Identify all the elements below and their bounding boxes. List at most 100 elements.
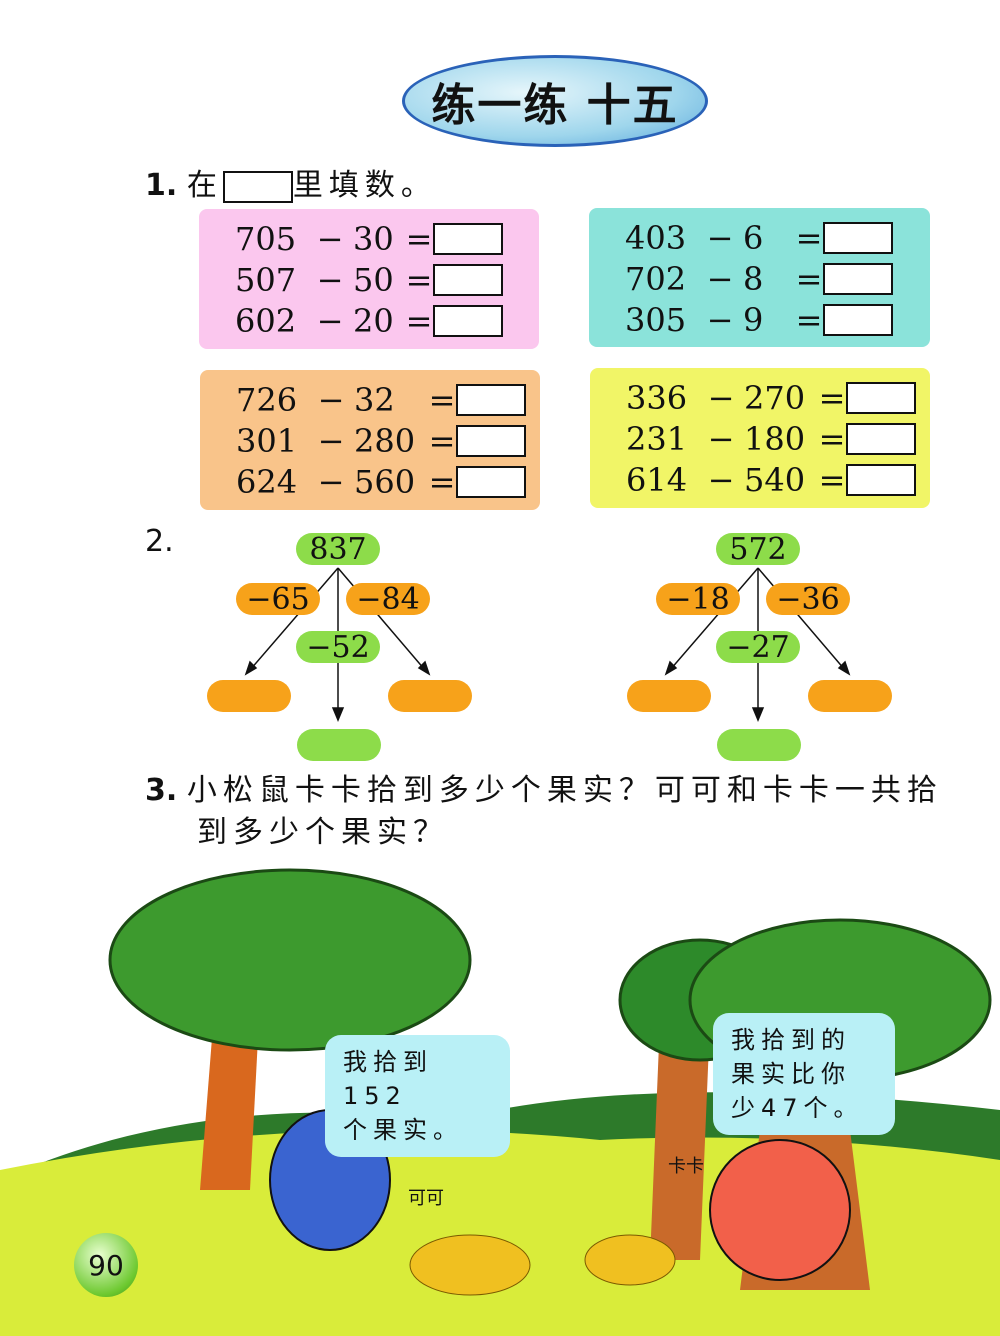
answer-box[interactable] (823, 222, 893, 254)
example-box (222, 170, 293, 203)
minuend: 702 (625, 260, 687, 298)
middle-subtract-label: −27 (716, 630, 800, 665)
right-subtract-label: −36 (766, 582, 850, 617)
minus-sign: − (316, 220, 344, 258)
minuend: 403 (625, 219, 687, 257)
nut-pile-left (409, 1234, 531, 1296)
middle-subtract-label: −52 (296, 630, 380, 665)
prompt-line-1: 小松鼠卡卡拾到多少个果实？可可和卡卡一共拾 (186, 773, 943, 808)
minuend: 231 (626, 420, 688, 458)
equation-row: 507−50= (235, 260, 503, 300)
bubble-line: 果实比你 (731, 1060, 851, 1088)
equation-row: 231−180 = (626, 419, 916, 459)
subtrahend: 270 (744, 379, 806, 417)
page-number: 90 (74, 1233, 138, 1297)
subtrahend: 540 (744, 461, 806, 499)
answer-box[interactable] (433, 264, 503, 296)
speech-bubble-kaka: 我拾到的 果实比你 少47个。 (713, 1013, 895, 1135)
minus-sign: − (316, 261, 344, 299)
minus-sign: − (707, 379, 735, 417)
question-3-prompt: 3. 小松鼠卡卡拾到多少个果实？可可和卡卡一共拾 到多少个果实？ (145, 770, 943, 854)
right-subtract-label: −84 (346, 582, 430, 617)
equals-sign: = (405, 220, 433, 258)
question-1-prompt: 1. 在里填数。 (145, 160, 437, 204)
subtrahend: 20 (353, 302, 394, 340)
equals-sign: = (428, 422, 456, 460)
equals-sign: = (795, 260, 823, 298)
subtrahend: 280 (354, 422, 416, 460)
answer-box[interactable] (846, 382, 916, 414)
prompt-text: 里填数。 (292, 168, 437, 203)
left-subtract-label: −65 (236, 582, 320, 617)
answer-box[interactable] (433, 305, 503, 337)
answer-slot[interactable] (717, 729, 801, 761)
answer-box[interactable] (456, 384, 526, 416)
answer-box[interactable] (433, 223, 503, 255)
equals-sign: = (405, 302, 433, 340)
minus-sign: − (706, 301, 734, 339)
name-label-kaka: 卡卡 (668, 1156, 704, 1177)
minus-sign: − (706, 219, 734, 257)
subtrahend: 9 (743, 301, 764, 339)
bubble-line: 个果实。 (343, 1116, 463, 1144)
subtrahend: 8 (743, 260, 764, 298)
subtrahend: 50 (353, 261, 394, 299)
answer-slot[interactable] (207, 680, 291, 712)
equation-group: 336−270=231−180=614−540= (590, 368, 930, 508)
equation-group: 726−32=301−280=624−560= (200, 370, 540, 510)
answer-box[interactable] (846, 423, 916, 455)
answer-slot[interactable] (388, 680, 472, 712)
minus-sign: − (317, 463, 345, 501)
question-2-number: 2. (145, 524, 174, 559)
minuend: 614 (626, 461, 688, 499)
answer-box[interactable] (456, 466, 526, 498)
subtrahend: 6 (743, 219, 764, 257)
question-number: 1. (145, 168, 178, 203)
answer-slot[interactable] (297, 729, 381, 761)
minuend: 705 (235, 220, 297, 258)
tree-top-number: 837 (296, 532, 380, 567)
equation-group: 403−6=702−8=305−9= (589, 208, 930, 347)
subtrahend: 32 (354, 381, 395, 419)
bubble-line: 少47个。 (731, 1094, 864, 1122)
answer-box[interactable] (456, 425, 526, 457)
equals-sign: = (818, 379, 846, 417)
left-subtract-label: −18 (656, 582, 740, 617)
left-tree-canopy (108, 868, 472, 1052)
minus-sign: − (707, 461, 735, 499)
equation-row: 624−560 = (236, 462, 526, 502)
middle-tree-trunk (650, 1020, 710, 1260)
subtrahend: 560 (354, 463, 416, 501)
minus-sign: − (707, 420, 735, 458)
answer-slot[interactable] (627, 680, 711, 712)
equals-sign: = (428, 463, 456, 501)
equation-group: 705−30=507−50=602−20= (199, 209, 539, 349)
equation-row: 726−32= (236, 380, 526, 420)
equation-row: 305−9= (625, 300, 893, 340)
red-squirrel-kaka (709, 1139, 851, 1281)
speech-bubble-keke: 我拾到152 个果实。 (325, 1035, 510, 1157)
subtrahend: 30 (353, 220, 394, 258)
minus-sign: − (706, 260, 734, 298)
equation-row: 614−540= (626, 460, 916, 500)
equation-row: 403−6 = (625, 218, 893, 258)
nut-pile-right (584, 1234, 676, 1286)
equals-sign: = (818, 420, 846, 458)
minus-sign: − (317, 381, 345, 419)
answer-box[interactable] (823, 304, 893, 336)
equation-row: 336−270= (626, 378, 916, 418)
answer-box[interactable] (823, 263, 893, 295)
subtrahend: 180 (744, 420, 806, 458)
equals-sign: = (795, 301, 823, 339)
question-number: 3. (145, 773, 178, 808)
minuend: 726 (236, 381, 298, 419)
answer-box[interactable] (846, 464, 916, 496)
minus-sign: − (317, 422, 345, 460)
minuend: 624 (236, 463, 298, 501)
name-label-keke: 可可 (408, 1188, 444, 1209)
equals-sign: = (795, 219, 823, 257)
page-title: 练一练 十五 (402, 55, 708, 147)
answer-slot[interactable] (808, 680, 892, 712)
minus-sign: − (316, 302, 344, 340)
equation-row: 702−8 = (625, 259, 893, 299)
